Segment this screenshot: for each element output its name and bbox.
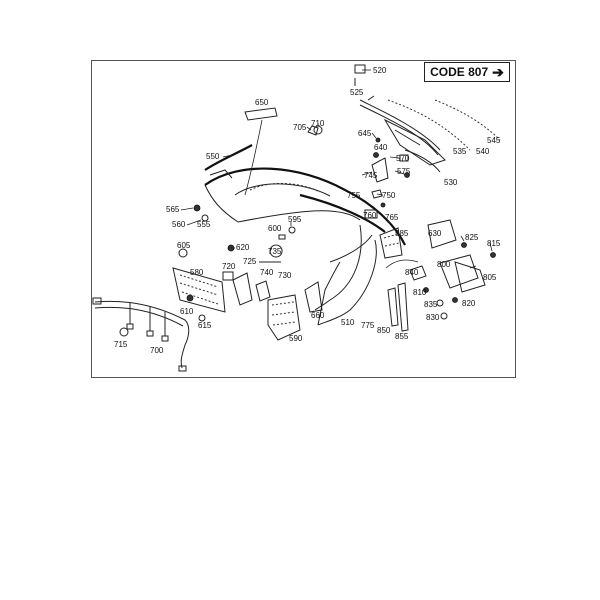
- label-750: 750: [382, 191, 396, 200]
- brackets: [172, 157, 486, 341]
- label-640: 640: [374, 143, 388, 152]
- label-735: 735: [268, 247, 282, 256]
- label-805: 805: [483, 273, 497, 282]
- label-555: 555: [197, 220, 211, 229]
- label-700: 700: [150, 346, 164, 355]
- label-550: 550: [206, 152, 220, 161]
- bumper-cover: [204, 167, 406, 326]
- label-835: 835: [424, 300, 438, 309]
- label-585: 585: [395, 229, 409, 238]
- code-label: CODE 807: [430, 65, 489, 79]
- wiring-harness: [92, 297, 190, 372]
- label-800: 800: [437, 260, 451, 269]
- label-645: 645: [358, 129, 372, 138]
- label-615: 615: [198, 321, 212, 330]
- label-765: 765: [385, 213, 399, 222]
- label-575: 575: [397, 167, 411, 176]
- label-590: 590: [289, 334, 303, 343]
- label-560: 560: [172, 220, 186, 229]
- label-755: 755: [347, 191, 361, 200]
- label-850: 850: [377, 326, 391, 335]
- upper-trim-strips: [359, 99, 501, 173]
- label-620: 620: [236, 243, 250, 252]
- label-840: 840: [405, 268, 419, 277]
- right-arrow-icon: ➔: [492, 64, 504, 80]
- label-565: 565: [166, 205, 180, 214]
- label-745: 745: [364, 171, 378, 180]
- label-605: 605: [177, 241, 191, 250]
- part-labels: 520 525 650 710 705 645 545 640 535 540 …: [114, 66, 501, 355]
- label-595: 595: [288, 215, 302, 224]
- label-710: 710: [311, 119, 325, 128]
- label-520: 520: [373, 66, 387, 75]
- label-570: 570: [396, 154, 410, 163]
- label-715: 715: [114, 340, 128, 349]
- label-540: 540: [476, 147, 490, 156]
- label-740: 740: [260, 268, 274, 277]
- leader-lines: [180, 69, 493, 269]
- label-610: 610: [180, 307, 194, 316]
- label-510: 510: [341, 318, 355, 327]
- label-820: 820: [462, 299, 476, 308]
- label-730: 730: [278, 271, 292, 280]
- label-775: 775: [361, 321, 375, 330]
- label-600: 600: [268, 224, 282, 233]
- label-525: 525: [350, 88, 364, 97]
- label-830: 830: [426, 313, 440, 322]
- sensors: [269, 64, 375, 258]
- side-strips: [204, 107, 278, 196]
- label-660: 660: [311, 311, 325, 320]
- label-720: 720: [222, 262, 236, 271]
- label-825: 825: [465, 233, 479, 242]
- label-810: 810: [413, 288, 427, 297]
- label-815: 815: [487, 239, 501, 248]
- label-545: 545: [487, 136, 501, 145]
- label-535: 535: [453, 147, 467, 156]
- label-650: 650: [255, 98, 269, 107]
- label-630: 630: [428, 229, 442, 238]
- label-855: 855: [395, 332, 409, 341]
- label-530: 530: [444, 178, 458, 187]
- label-580: 580: [190, 268, 204, 277]
- label-705: 705: [293, 123, 307, 132]
- diagram-frame: [91, 60, 516, 378]
- code-807-link[interactable]: CODE 807 ➔: [424, 62, 510, 82]
- label-760: 760: [363, 211, 377, 220]
- label-725: 725: [243, 257, 257, 266]
